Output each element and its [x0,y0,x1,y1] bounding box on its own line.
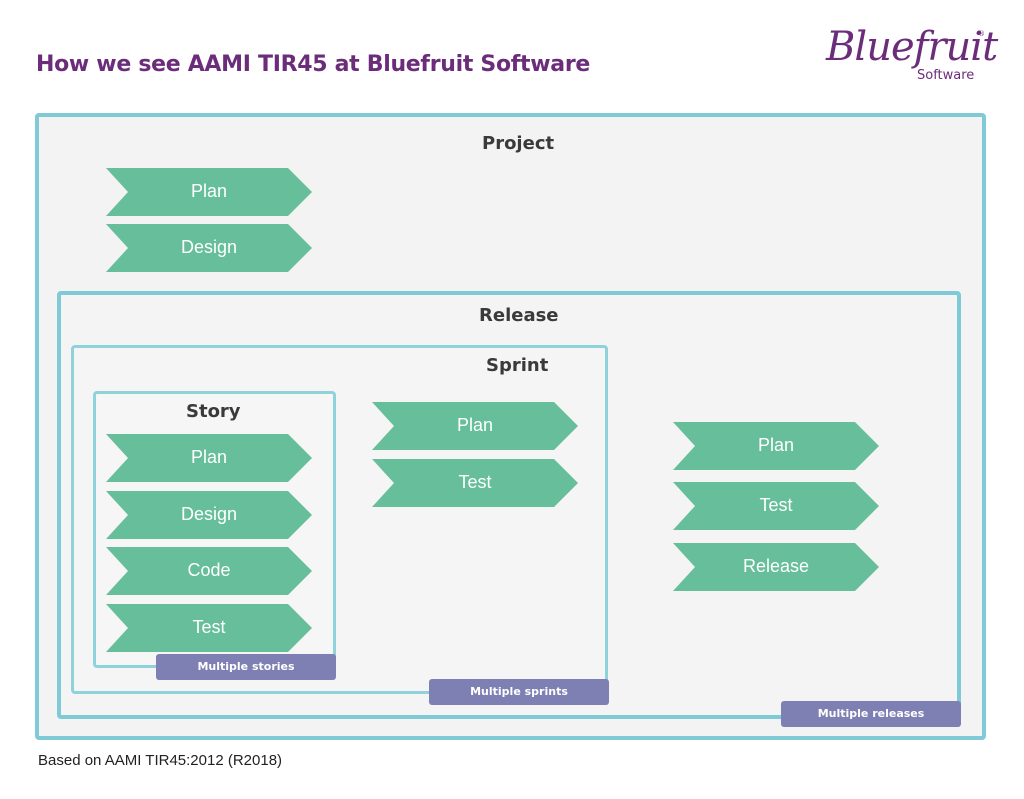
project-label: Project [482,133,555,154]
chevron-arrow-icon [106,547,312,595]
step-label: Plan [456,415,494,435]
project-step-plan: Plan [106,168,312,216]
logo-registered-mark: ® [978,30,985,38]
story-step-design: Design [106,491,312,539]
sprint-step-test: Test [372,459,578,507]
multiple-stories-tag: Multiple stories [156,654,336,680]
step-label: Plan [757,435,795,455]
step-label: Design [180,237,238,257]
step-label: Design [180,504,238,524]
chevron-arrow-icon [372,459,578,507]
step-label: Code [187,560,231,580]
sprint-label: Sprint [486,355,549,376]
story-label: Story [186,401,241,422]
release-step-release: Release [673,543,879,591]
chevron-arrow-icon [673,543,879,591]
chevron-arrow-icon [673,482,879,530]
release-step-test: Test [673,482,879,530]
chevron-arrow-icon [106,224,312,272]
story-step-test: Test [106,604,312,652]
multiple-sprints-tag: Multiple sprints [429,679,609,705]
chevron-arrow-icon [372,402,578,450]
story-step-code: Code [106,547,312,595]
chevron-arrow-icon [106,491,312,539]
step-label: Release [742,556,810,576]
chevron-arrow-icon [106,168,312,216]
step-label: Plan [190,447,228,467]
story-step-plan: Plan [106,434,312,482]
chevron-arrow-icon [106,434,312,482]
step-label: Plan [190,181,228,201]
release-label: Release [479,305,559,326]
logo-wordmark: Bluefruit [826,24,998,70]
logo-subtitle: Software [917,68,975,83]
step-label: Test [192,617,226,637]
step-label: Test [759,495,793,515]
page-title: How we see AAMI TIR45 at Bluefruit Softw… [36,52,591,77]
project-step-design: Design [106,224,312,272]
multiple-releases-tag: Multiple releases [781,701,961,727]
sprint-step-plan: Plan [372,402,578,450]
bluefruit-logo: Bluefruit ® Software [820,24,998,94]
chevron-arrow-icon [106,604,312,652]
step-label: Test [458,472,492,492]
release-step-plan: Plan [673,422,879,470]
source-footnote: Based on AAMI TIR45:2012 (R2018) [38,752,283,769]
chevron-arrow-icon [673,422,879,470]
